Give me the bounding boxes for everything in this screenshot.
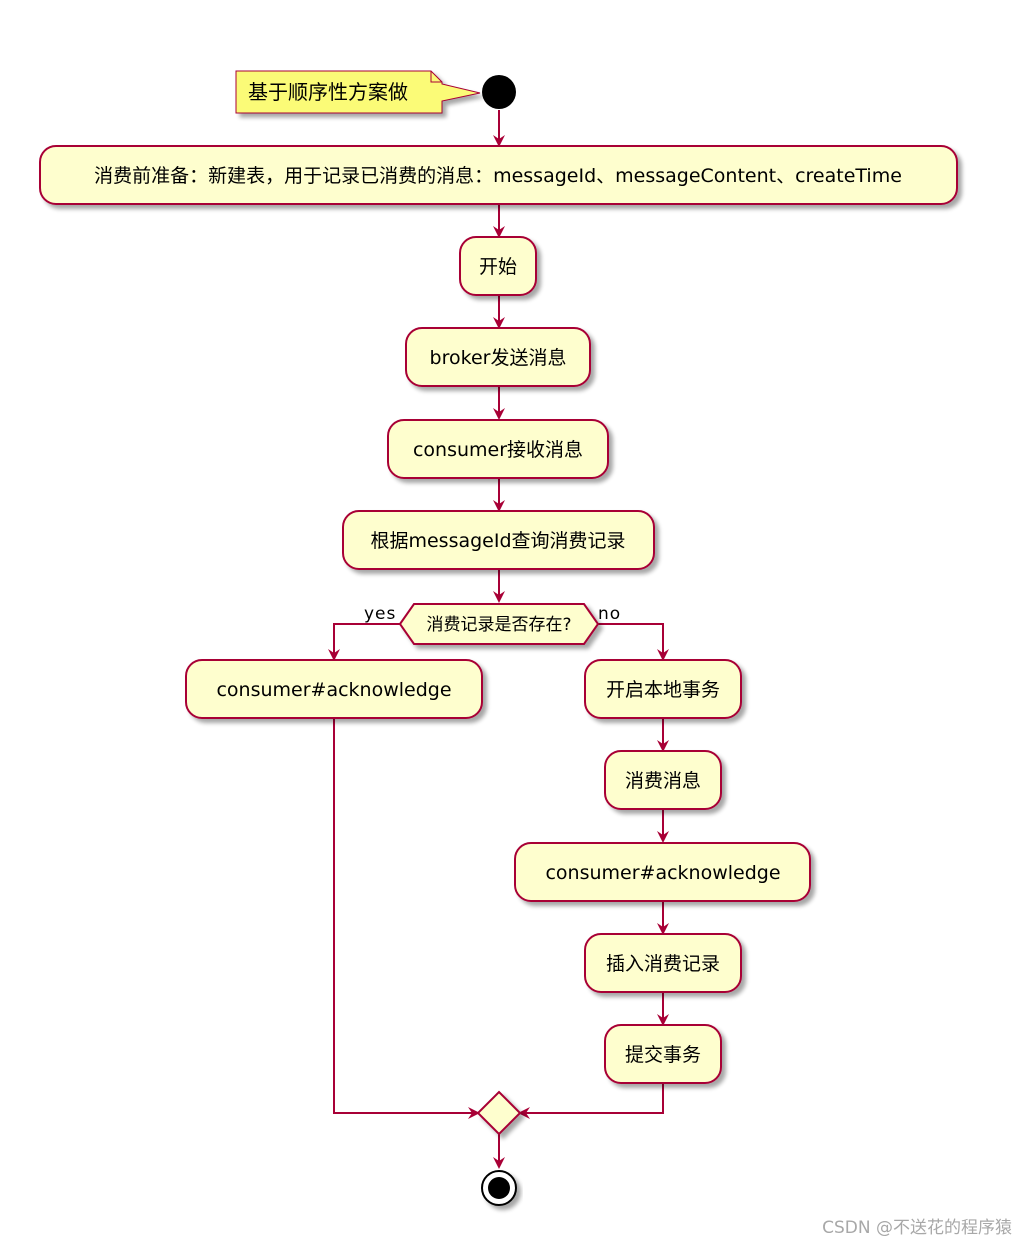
edge-no-merge (518, 1084, 664, 1119)
activity-start-box (459, 236, 537, 296)
activity-start-text: 开始 (479, 256, 517, 278)
activity-ack-yes-box (185, 659, 483, 719)
activity-consume-box (604, 750, 722, 810)
start-node (482, 75, 516, 109)
note-text: 基于顺序性方案做 (248, 80, 408, 104)
activity-consumer-receive-box (387, 419, 609, 479)
activity-query-record-box (342, 510, 655, 570)
edge-yes-merge (333, 719, 480, 1119)
activity-consume-text: 消费消息 (625, 770, 701, 792)
activity-open-tx-text: 开启本地事务 (606, 679, 720, 701)
activity-query-record-text: 根据messageId查询消费记录 (370, 530, 625, 552)
activity-broker-send-text: broker发送消息 (430, 347, 567, 369)
activity-insert-record-box (584, 933, 742, 993)
activity-consumer-receive-text: consumer接收消息 (413, 439, 583, 461)
activity-commit-tx-text: 提交事务 (625, 1044, 701, 1066)
activity-prepare-box (39, 145, 958, 205)
merge-diamond (476, 1090, 522, 1136)
watermark: CSDN @不送花的程序猿 (822, 1218, 1012, 1238)
decision-no-label: no (598, 604, 621, 624)
edge-decision-yes (328, 623, 400, 661)
decision-hexagon (398, 603, 600, 645)
note (235, 70, 481, 114)
edge-decision-no (598, 623, 669, 661)
activity-ack-no-text: consumer#acknowledge (545, 862, 780, 884)
activity-commit-tx-box (604, 1024, 722, 1084)
activity-ack-no-box (514, 842, 811, 902)
activity-ack-yes-text: consumer#acknowledge (216, 679, 451, 701)
end-node-inner (488, 1177, 510, 1199)
decision-question: 消费记录是否存在? (426, 615, 571, 635)
note-fold (430, 71, 442, 83)
note-shape (235, 70, 481, 114)
activity-broker-send-box (405, 327, 591, 387)
decision-yes-label: yes (364, 604, 396, 624)
connectors (328, 110, 669, 1169)
activity-open-tx-box (584, 659, 742, 719)
activity-insert-record-text: 插入消费记录 (606, 953, 720, 975)
activity-prepare-text: 消费前准备：新建表，用于记录已消费的消息：messageId、messageCo… (94, 165, 902, 187)
activity-boxes (39, 145, 958, 1136)
